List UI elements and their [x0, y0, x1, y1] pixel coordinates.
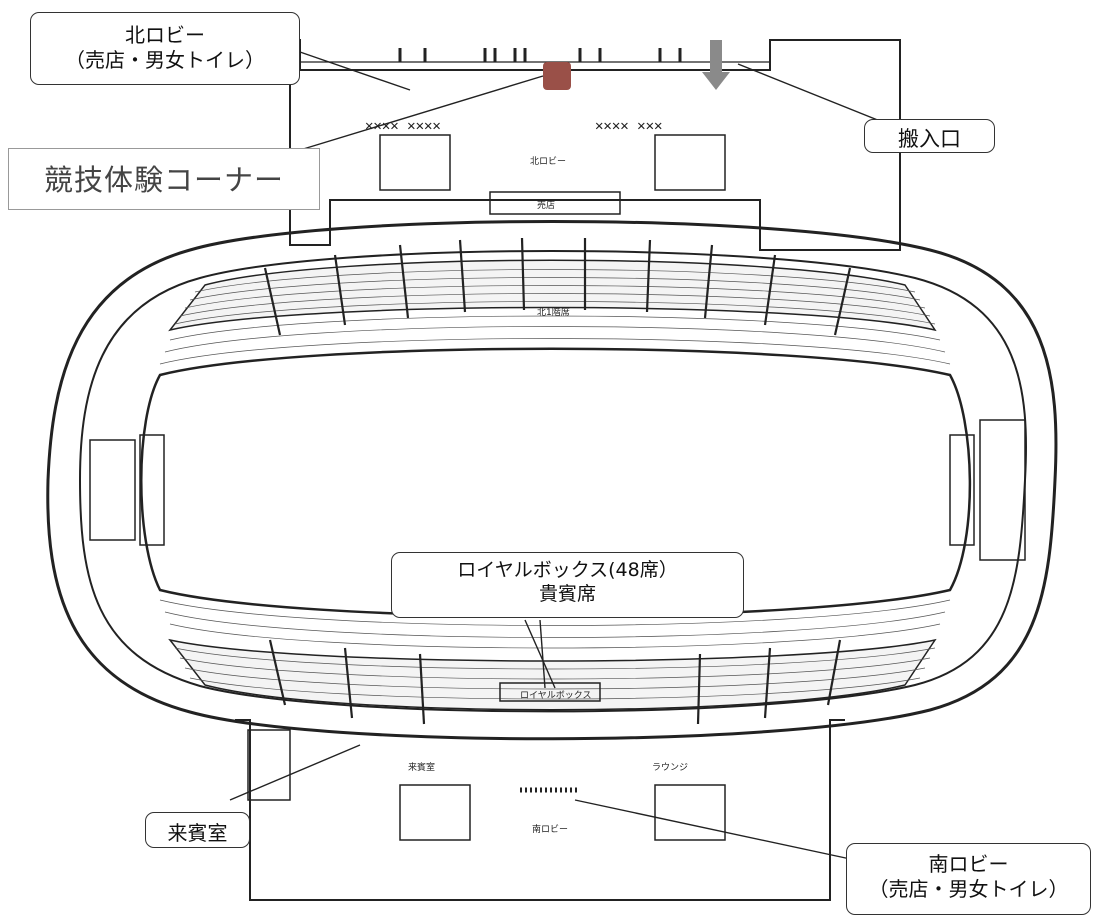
east-room — [979, 419, 1026, 561]
north-lobby-sub: （売店・男女トイレ） — [65, 48, 265, 72]
north-lobby-title: 北ロビー — [125, 23, 205, 47]
plan-label-north-stand: 北1階席 — [537, 308, 570, 318]
north-doors — [398, 48, 682, 62]
south-lobby-callout: 南ロビー （売店・男女トイレ） — [846, 843, 1091, 915]
arena-floor — [140, 347, 972, 618]
west-room — [89, 439, 136, 541]
west-stand — [139, 434, 165, 546]
guest-room-annex — [247, 729, 291, 801]
loading-entrance-callout: 搬入口 — [864, 119, 995, 153]
inner-concourse-wall — [78, 250, 1028, 713]
sports-corner-label: 競技体験コーナー — [8, 148, 320, 210]
south-lobby-title: 南ロビー — [928, 852, 1009, 876]
south-stand-outer — [168, 638, 937, 711]
plan-label-lounge: ラウンジ — [652, 763, 689, 773]
svg-text:✕✕✕✕ ✕✕✕✕: ✕✕✕✕ ✕✕✕✕ — [365, 118, 441, 134]
south-lobby-sub: （売店・男女トイレ） — [868, 877, 1069, 901]
outer-concourse-wall — [46, 220, 1058, 741]
north-lobby-callout: 北ロビー （売店・男女トイレ） — [30, 12, 300, 85]
north-stair-west — [379, 134, 451, 191]
royal-box-title: ロイヤルボックス(48席） — [457, 559, 678, 581]
plan-label-south-lobby: 南ロビー — [532, 825, 569, 835]
sports-corner-marker — [543, 62, 571, 90]
royal-box-callout: ロイヤルボックス(48席） 貴賓席 — [391, 552, 744, 618]
north-lobby-building — [289, 39, 901, 251]
callout-leaders — [229, 51, 891, 861]
plan-label-shop: 売店 — [537, 201, 556, 211]
east-stand — [949, 434, 975, 546]
north-barriers: ✕✕✕✕ ✕✕✕✕ ✕✕✕✕ ✕✕✕ — [365, 118, 662, 134]
north-stair-east — [654, 134, 726, 191]
north-shop — [489, 191, 621, 215]
royal-box-sub: 貴賓席 — [538, 582, 596, 605]
plan-label-north-lobby: 北ロビー — [530, 157, 567, 167]
south-lobby-building — [235, 719, 845, 901]
guest-room-callout: 来賓室 — [145, 812, 250, 848]
south-stair-west — [399, 784, 471, 841]
stand-aisles — [263, 237, 852, 725]
loading-arrow — [702, 40, 730, 90]
south-stair-east — [654, 784, 726, 841]
plan-label-guest-room: 来賓室 — [408, 763, 436, 773]
svg-text:✕✕✕✕ ✕✕✕: ✕✕✕✕ ✕✕✕ — [595, 118, 662, 134]
north-seat-rows — [159, 269, 951, 365]
royal-box-area — [499, 682, 601, 702]
south-seat-rows — [159, 599, 951, 700]
north-stand-outer — [168, 259, 937, 332]
plan-label-royal-box: ロイヤルボックス — [520, 691, 592, 701]
